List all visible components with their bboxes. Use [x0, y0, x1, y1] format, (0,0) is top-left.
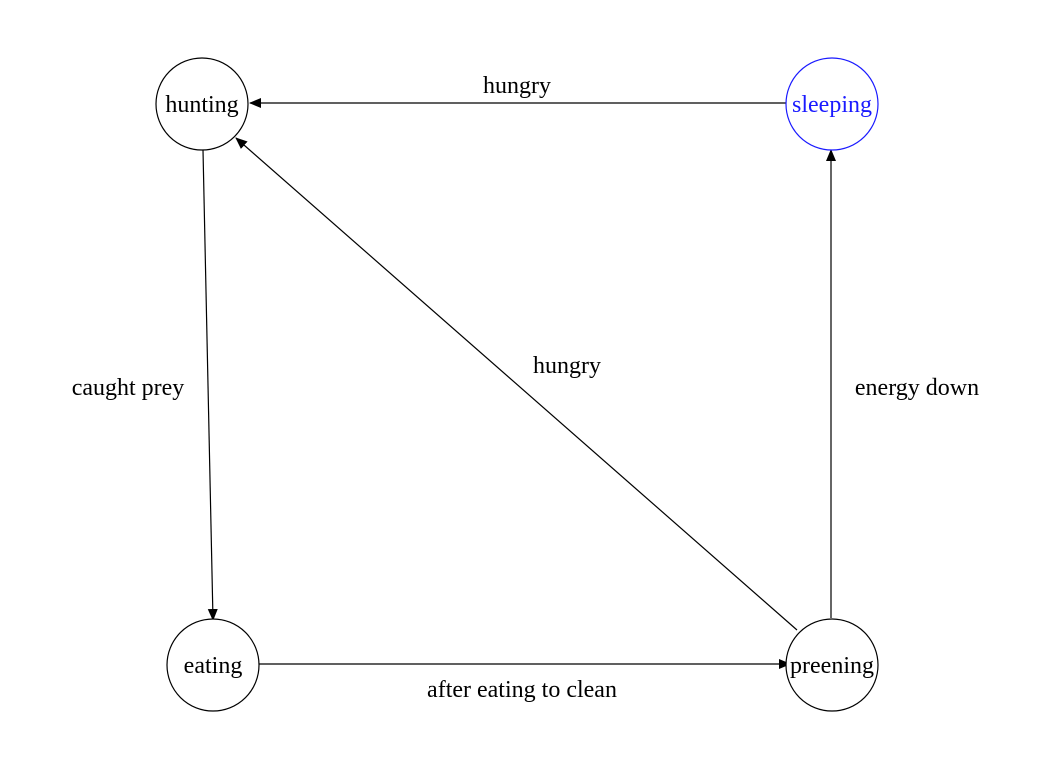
edge-label-after-eating: after eating to clean: [427, 677, 617, 703]
state-node-preening[interactable]: preening: [785, 618, 879, 712]
state-circle: [166, 618, 260, 712]
edge-label-energy-down: energy down: [855, 375, 979, 401]
edge-label-caught-prey: caught prey: [72, 375, 185, 401]
state-circle-active: [785, 57, 879, 151]
state-node-eating[interactable]: eating: [166, 618, 260, 712]
edge-line: [202, 149, 218, 621]
state-node-hunting[interactable]: hunting: [155, 57, 249, 151]
state-circle: [785, 618, 879, 712]
edge-label-hungry-diagonal: hungry: [533, 353, 601, 379]
transition-preening-sleeping: energy down: [826, 149, 979, 618]
transition-preening-hunting: hungry: [235, 137, 798, 631]
state-label-hunting: hunting: [165, 92, 238, 118]
state-label-sleeping: sleeping: [792, 92, 872, 118]
edge-label-hungry-top: hungry: [483, 73, 551, 99]
transition-hunting-eating: caught prey: [72, 149, 218, 621]
edge-line: [235, 137, 798, 631]
state-label-eating: eating: [184, 653, 243, 679]
state-label-preening: preening: [790, 653, 874, 679]
state-node-sleeping[interactable]: sleeping: [785, 57, 879, 151]
state-circle: [155, 57, 249, 151]
transition-sleeping-hunting: hungry: [249, 73, 786, 108]
transition-eating-preening: after eating to clean: [259, 659, 791, 703]
